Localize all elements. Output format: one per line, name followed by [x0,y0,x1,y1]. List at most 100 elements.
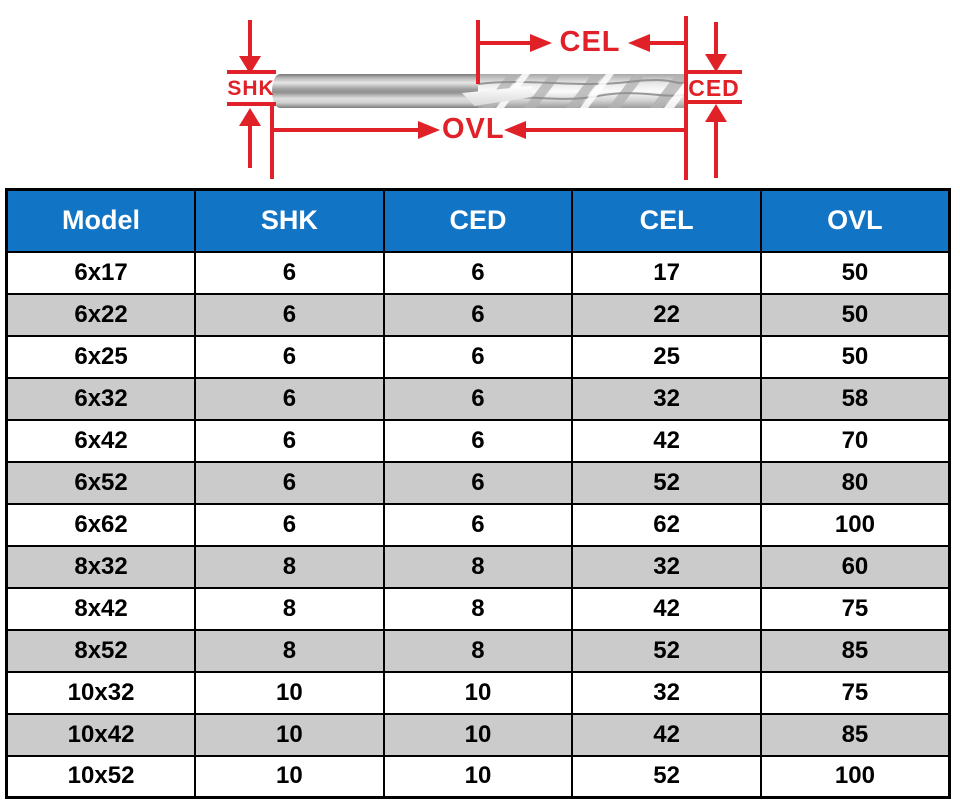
arrow-up-icon [705,104,727,122]
cell-shk: 6 [194,502,385,547]
dimension-diagram: SHK CEL CED OVL [0,0,960,188]
ced-dim-line [714,22,718,56]
cell-ovl: 60 [759,544,951,589]
cell-ovl: 50 [759,250,951,295]
cell-model: 10x42 [5,712,197,757]
cell-cel: 42 [571,586,762,631]
ovl-dim-line [526,128,684,132]
cell-ced: 8 [382,544,574,589]
cell-shk: 8 [194,586,385,631]
spec-table-header: Model SHK CED CEL OVL [5,188,951,253]
cell-shk: 6 [194,376,385,421]
cell-shk: 8 [194,544,385,589]
header-cell-model: Model [5,188,197,253]
cell-ovl: 100 [759,502,951,547]
table-row: 6x17 6 6 17 50 [5,250,951,295]
cell-ced: 6 [382,376,574,421]
cell-model: 6x32 [5,376,197,421]
cell-shk: 8 [194,628,385,673]
ovl-dim-line [272,128,418,132]
cell-cel: 52 [571,754,762,799]
cell-ced: 6 [382,502,574,547]
table-row: 6x22 6 6 22 50 [5,292,951,337]
table-row: 10x32 10 10 32 75 [5,670,951,715]
arrow-left-icon [504,121,526,139]
arrow-left-icon [628,34,650,52]
ced-tick-bottom [688,100,742,104]
header-cell-ovl: OVL [759,188,951,253]
table-row: 10x42 10 10 42 85 [5,712,951,757]
cell-cel: 22 [571,292,762,337]
cell-shk: 6 [194,250,385,295]
table-row: 6x52 6 6 52 80 [5,460,951,505]
cell-shk: 10 [194,670,385,715]
cell-shk: 10 [194,754,385,799]
cell-shk: 6 [194,418,385,463]
cell-cel: 42 [571,712,762,757]
header-cell-shk: SHK [194,188,385,253]
ovl-extension-line [270,106,274,179]
cell-ovl: 75 [759,586,951,631]
cell-model: 6x42 [5,418,197,463]
cell-ced: 10 [382,712,574,757]
table-body: 6x17 6 6 17 50 6x22 6 6 22 50 6x25 6 6 2… [5,250,951,799]
cell-ced: 10 [382,670,574,715]
shk-label: SHK [227,77,275,100]
cell-ced: 8 [382,628,574,673]
cell-ced: 10 [382,754,574,799]
cel-dim-line [650,41,684,45]
cell-model: 6x17 [5,250,197,295]
cell-model: 8x42 [5,586,197,631]
cell-model: 8x52 [5,628,197,673]
cel-label: CEL [559,26,621,58]
cell-ovl: 50 [759,292,951,337]
cell-cel: 52 [571,628,762,673]
ced-tick-top [688,70,742,74]
table-row: 8x42 8 8 42 75 [5,586,951,631]
table-row: 8x52 8 8 52 85 [5,628,951,673]
shk-dim-line [248,20,252,58]
arrow-up-icon [239,108,261,126]
cell-cel: 17 [571,250,762,295]
cell-model: 10x32 [5,670,197,715]
cell-ovl: 85 [759,712,951,757]
ced-extension-line [684,16,688,180]
cell-ovl: 75 [759,670,951,715]
spec-table: Model SHK CED CEL OVL 6x17 6 6 17 50 6x2… [5,188,951,799]
ced-label: CED [688,75,740,101]
shk-tick-bottom [227,102,276,106]
cell-cel: 32 [571,544,762,589]
cell-model: 8x32 [5,544,197,589]
table-row: 6x62 6 6 62 100 [5,502,951,547]
cell-model: 6x52 [5,460,197,505]
header-row: Model SHK CED CEL OVL [5,188,951,253]
arrow-down-icon [239,56,261,74]
cell-ovl: 80 [759,460,951,505]
table-row: 10x52 10 10 52 100 [5,754,951,799]
cell-shk: 6 [194,460,385,505]
header-cell-cel: CEL [571,188,762,253]
cell-ced: 6 [382,418,574,463]
cell-ced: 6 [382,250,574,295]
ovl-label: OVL [442,113,505,145]
table-row: 6x25 6 6 25 50 [5,334,951,379]
table-row: 6x42 6 6 42 70 [5,418,951,463]
ced-dim-line [714,120,718,178]
cell-ovl: 100 [759,754,951,799]
shk-dim-line [248,124,252,168]
cell-model: 6x25 [5,334,197,379]
cell-ovl: 70 [759,418,951,463]
cell-ced: 6 [382,292,574,337]
cell-shk: 6 [194,334,385,379]
arrow-down-icon [705,54,727,72]
header-cell-ced: CED [382,188,574,253]
shk-tick-top [227,70,276,74]
table-row: 6x32 6 6 32 58 [5,376,951,421]
arrow-right-icon [418,121,440,139]
cel-dim-line [478,41,530,45]
cel-extension-line [476,20,480,84]
table-row: 8x32 8 8 32 60 [5,544,951,589]
cell-ovl: 58 [759,376,951,421]
cell-ced: 6 [382,460,574,505]
cell-shk: 10 [194,712,385,757]
